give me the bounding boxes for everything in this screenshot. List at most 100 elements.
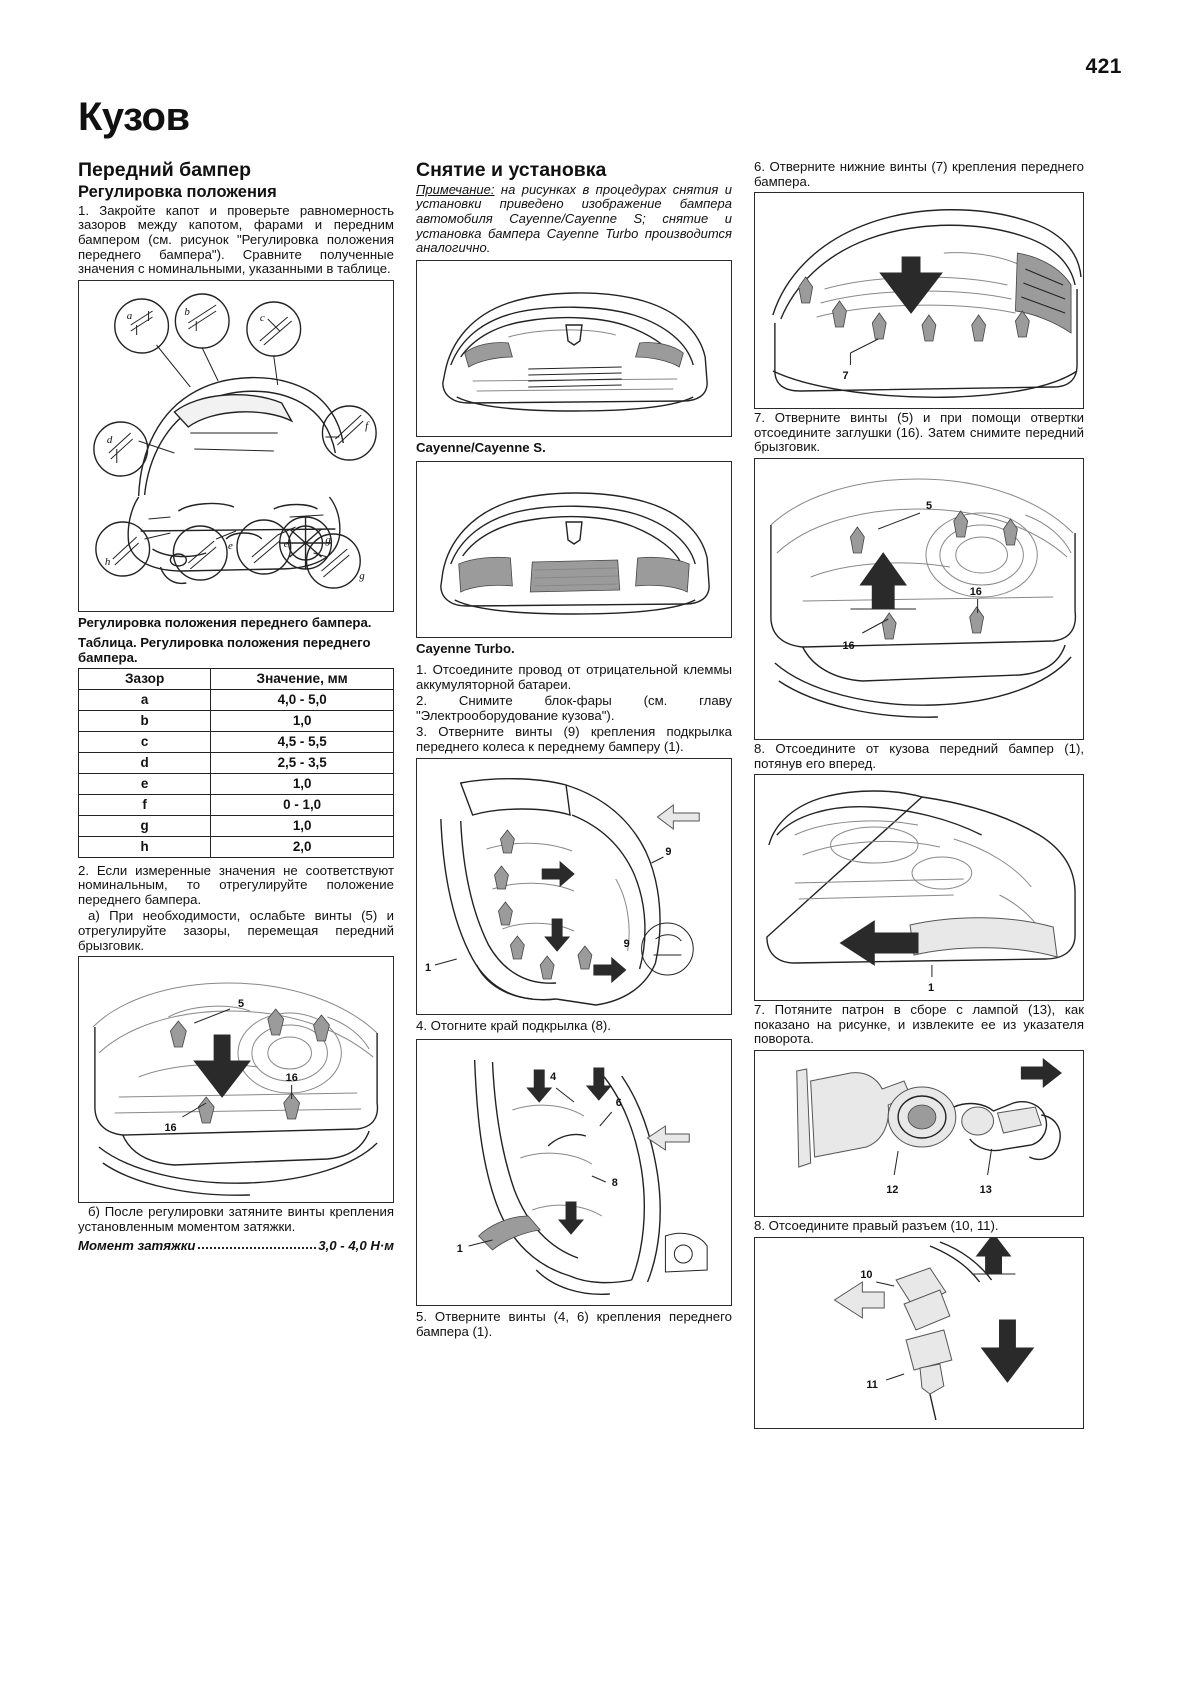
figure-cayenne-s-art [442,292,708,412]
fig1-label-d: d [107,434,113,446]
cell-gap: f [77,793,212,816]
cell-value: 1,0 [210,772,394,795]
fig6-label-1: 1 [457,1243,463,1255]
figure-bumper-removal-art: 1 [766,790,1076,994]
cell-gap: c [77,730,212,753]
figure-liner-edge: 4 6 8 1 [416,1039,732,1307]
figure-connectors-art: 10 11 [833,1237,1035,1420]
fig1-label-g2: g [359,570,365,582]
right-step-7b: 7. Потяните патрон в сборе с лампой (13)… [754,1002,1084,1047]
arrow-up-connector [971,1237,1016,1275]
cell-value: 2,0 [210,835,394,858]
figure-splash-guard-art: 5 16 16 [92,982,379,1197]
arrow-down-3 [585,1067,612,1101]
hollow-arrow-left [656,803,700,830]
figure-lower-screws-art: 7 [772,209,1082,399]
mid-step-1: 1. Отсоедините провод от отрицательной к… [416,661,732,692]
figure-cayenne-turbo-art [440,492,710,616]
column-right: 6. Отверните нижние винты (7) крепления … [754,159,1084,1640]
note-paragraph: Примечание: на рисунках в процедурах сня… [416,181,732,256]
arrow-down-1 [544,918,571,952]
right-grille-block [1015,252,1072,334]
table-col-gap: Зазор [77,667,212,690]
mid-step-2: 2. Снимите блок-фары (см. главу "Электро… [416,693,732,723]
mid-step-3: 3. Отверните винты (9) крепления подкрыл… [416,724,732,754]
torque-label: Момент затяжки [78,1238,196,1254]
figure-splash-plugs-art: 5 16 16 [770,478,1077,718]
fig5-label-1: 1 [425,962,431,974]
cell-value: 0 - 1,0 [210,793,394,816]
left-step-2b: б) После регулировки затяните винты креп… [78,1204,394,1234]
arrow-down-connector [980,1319,1035,1383]
left-headlight [464,341,513,368]
cell-value: 1,0 [210,709,394,732]
fig2-label-5: 5 [238,998,244,1010]
figure-cayenne-s-front [416,259,732,437]
section-title-removal-install: Снятие и установка [416,159,607,181]
arrow-right-bulb [1020,1057,1062,1088]
left-step-2a: а) При необходимости, ослабьте винты (5)… [78,908,394,953]
figure-wheel-arch-art: 9 9 1 [425,777,700,1006]
left-air-intake [458,557,513,594]
hollow-arrow-left-2 [646,1125,690,1152]
figure-bumper-adjustment: a b c d f h e e g g [78,279,394,612]
cell-gap: g [77,814,212,837]
note-lead: Примечание: [416,181,495,197]
fig9-label-1: 1 [928,982,934,994]
arrow-up-big [850,552,917,610]
down-arrow-icon [193,1034,251,1098]
torque-spec: Момент затяжки 3,0 - 4,0 Н·м [78,1238,394,1253]
left-step-1: 1. Закройте капот и проверьте равномерно… [78,202,394,277]
right-headlight [635,341,684,368]
left-step-2: 2. Если измеренные значения не соответст… [78,862,394,907]
right-step-7: 7. Отверните винты (5) и при помощи отве… [754,410,1084,455]
figure-bulb-holder-art: 12 13 [796,1057,1062,1196]
hollow-arrow-left-3 [833,1280,885,1319]
note-text: на рисунках в процедурах снятия и устано… [416,181,732,256]
figure-bumper-adjustment-art: a b c d f h e e g g [93,293,377,589]
table-header-row: Зазор Значение, мм [77,667,394,690]
fig6-label-4: 4 [550,1071,557,1083]
leader-dots [197,1246,317,1250]
fig1-label-b: b [184,306,190,318]
mid-step-5: 5. Отверните винты (4, 6) крепления пере… [416,1309,732,1339]
torque-value: 3,0 - 4,0 Н·м [318,1238,394,1254]
fig7-label-7: 7 [842,370,848,382]
cell-gap: d [77,751,212,774]
figure-wheel-arch-screws: 9 9 1 [416,757,732,1015]
cell-value: 2,5 - 3,5 [210,751,394,774]
figure-connectors: 10 11 [754,1236,1084,1429]
figure-4-caption: Cayenne Turbo. [416,641,515,657]
figure-liner-edge-art: 4 6 8 1 [457,1060,708,1296]
arrow-down-2 [526,1069,553,1103]
table-title: Таблица. Регулировка положения переднего… [78,635,371,665]
cell-gap: b [77,709,212,732]
arrow-right-1 [541,860,575,887]
figure-bulb-holder: 12 13 [754,1049,1084,1217]
figure-splash-guard-screws: 5 16 16 [78,956,394,1204]
figure-lower-bumper-screws: 7 [754,192,1084,410]
right-step-6: 6. Отверните нижние винты (7) крепления … [754,159,1084,189]
page-number: 421 [1085,55,1122,78]
fig8-label-16a: 16 [842,640,854,652]
cell-gap: a [77,688,212,711]
right-step-8: 8. Отсоедините от кузова передний бампер… [754,740,1084,771]
mid-step-4: 4. Отогните край подкрылка (8). [416,1017,611,1033]
subsection-title-adjustment: Регулировка положения [78,182,277,201]
column-left: Передний бампер Регулировка положения 1.… [77,159,394,1640]
fig1-label-g1: g [325,534,331,546]
figure-splash-guard-plugs: 5 16 16 [754,457,1084,740]
cell-value: 4,5 - 5,5 [210,730,394,753]
fig2-label-16a: 16 [164,1122,176,1134]
fig1-label-e1: e [228,540,233,552]
figure-1-caption: Регулировка положения переднего бампера. [78,614,372,630]
figure-3-caption: Cayenne/Cayenne S. [416,439,546,455]
fig11-label-10: 10 [860,1269,872,1281]
